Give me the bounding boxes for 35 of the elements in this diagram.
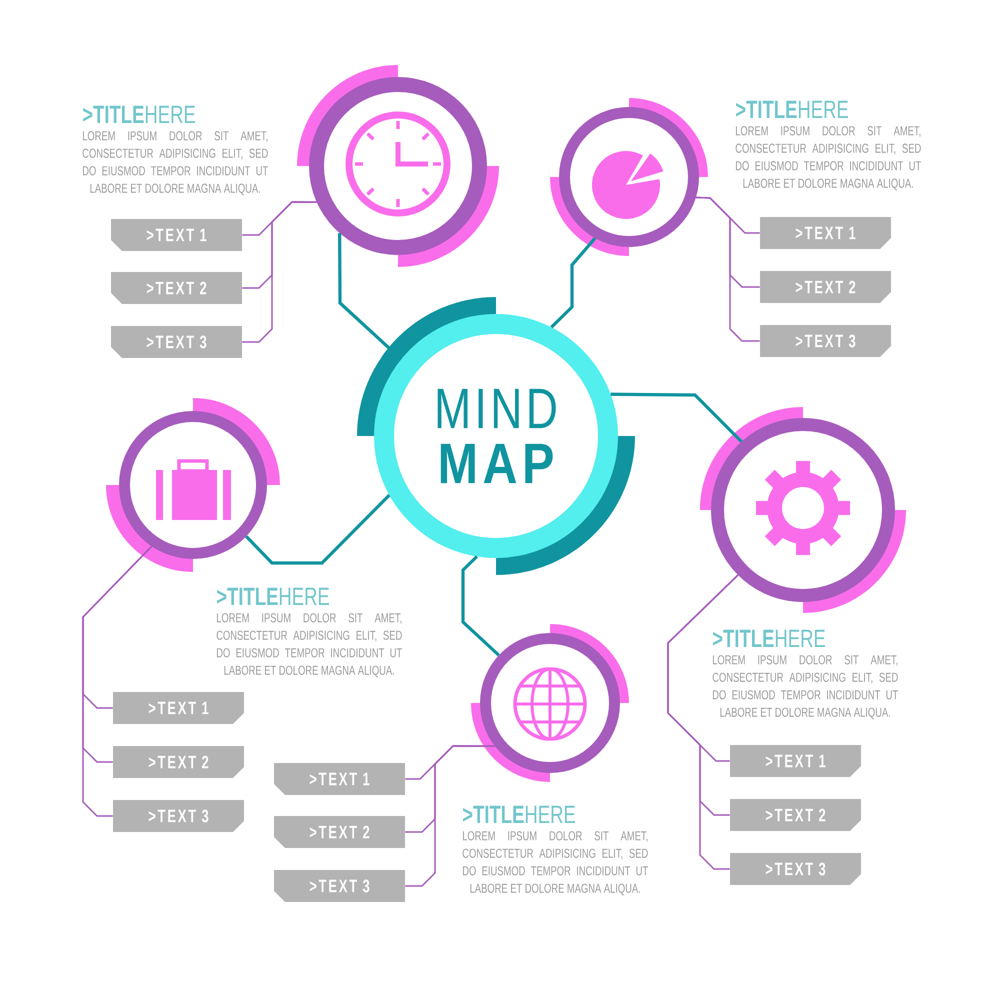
text-box: >TEXT 3: [760, 325, 892, 357]
body-text: LOREM IPSUM DOLOR SIT AMET, CONSECTETUR ADIPISICING ELIT, SED DO EIUSMOD TEMPOR INCIDIDUNT UT LABORE ET DOLORE MAGNA ALIQUA.: [736, 126, 921, 190]
text-box: >TEXT 2: [730, 799, 862, 831]
title-text: >TITLEHERE: [736, 100, 848, 118]
text-box: >TEXT 1: [113, 692, 244, 724]
text-box: >TEXT 3: [274, 870, 405, 902]
connector-line: [610, 392, 743, 443]
body-text: LOREM IPSUM DOLOR SIT AMET, CONSECTETUR ADIPISICING ELIT, SED DO EIUSMOD TEMPOR INCIDIDUNT UT LABORE ET DOLORE MAGNA ALIQUA.: [216, 613, 402, 678]
title-text: >TITLEHERE: [82, 106, 195, 123]
connector-line: [550, 237, 596, 328]
text-box: >TEXT 3: [113, 800, 244, 832]
text-box: >TEXT 1: [274, 763, 405, 795]
text-box: >TEXT 2: [274, 816, 405, 848]
body-text: LOREM IPSUM DOLOR SIT AMET, CONSECTETUR ADIPISICING ELIT, SED DO EIUSMOD TEMPOR INCIDIDUNT UT LABORE ET DOLORE MAGNA ALIQUA.: [82, 131, 268, 196]
connector-line: [245, 494, 390, 565]
text-box: >TEXT 1: [730, 745, 862, 777]
text-box: >TEXT 1: [111, 218, 242, 251]
connector-line: [667, 574, 738, 870]
title-text: >TITLEHERE: [463, 806, 575, 823]
text-box: >TEXT 2: [111, 272, 242, 304]
text-box: >TEXT 3: [730, 853, 862, 885]
text-box: >TEXT 2: [760, 270, 892, 303]
text-box: >TEXT 3: [111, 326, 242, 358]
connector-line: [405, 745, 495, 887]
connector-line: [338, 233, 402, 360]
connector-line: [82, 546, 152, 817]
body-text: LOREM IPSUM DOLOR SIT AMET, CONSECTETUR ADIPISICING ELIT, SED DO EIUSMOD TEMPOR INCIDIDUNT UT LABORE ET DOLORE MAGNA ALIQUA.: [712, 655, 898, 720]
text-box: >TEXT 2: [113, 746, 244, 778]
title-text: >TITLEHERE: [713, 630, 825, 647]
body-text: LOREM IPSUM DOLOR SIT AMET, CONSECTETUR ADIPISICING ELIT, SED DO EIUSMOD TEMPOR INCIDIDUNT UT LABORE ET DOLORE MAGNA ALIQUA.: [462, 831, 648, 896]
connector-line: [461, 555, 500, 656]
title-text: >TITLEHERE: [217, 588, 329, 605]
text-box: >TEXT 1: [760, 216, 892, 249]
connector-line: [696, 196, 760, 342]
connector-line: [242, 201, 317, 343]
